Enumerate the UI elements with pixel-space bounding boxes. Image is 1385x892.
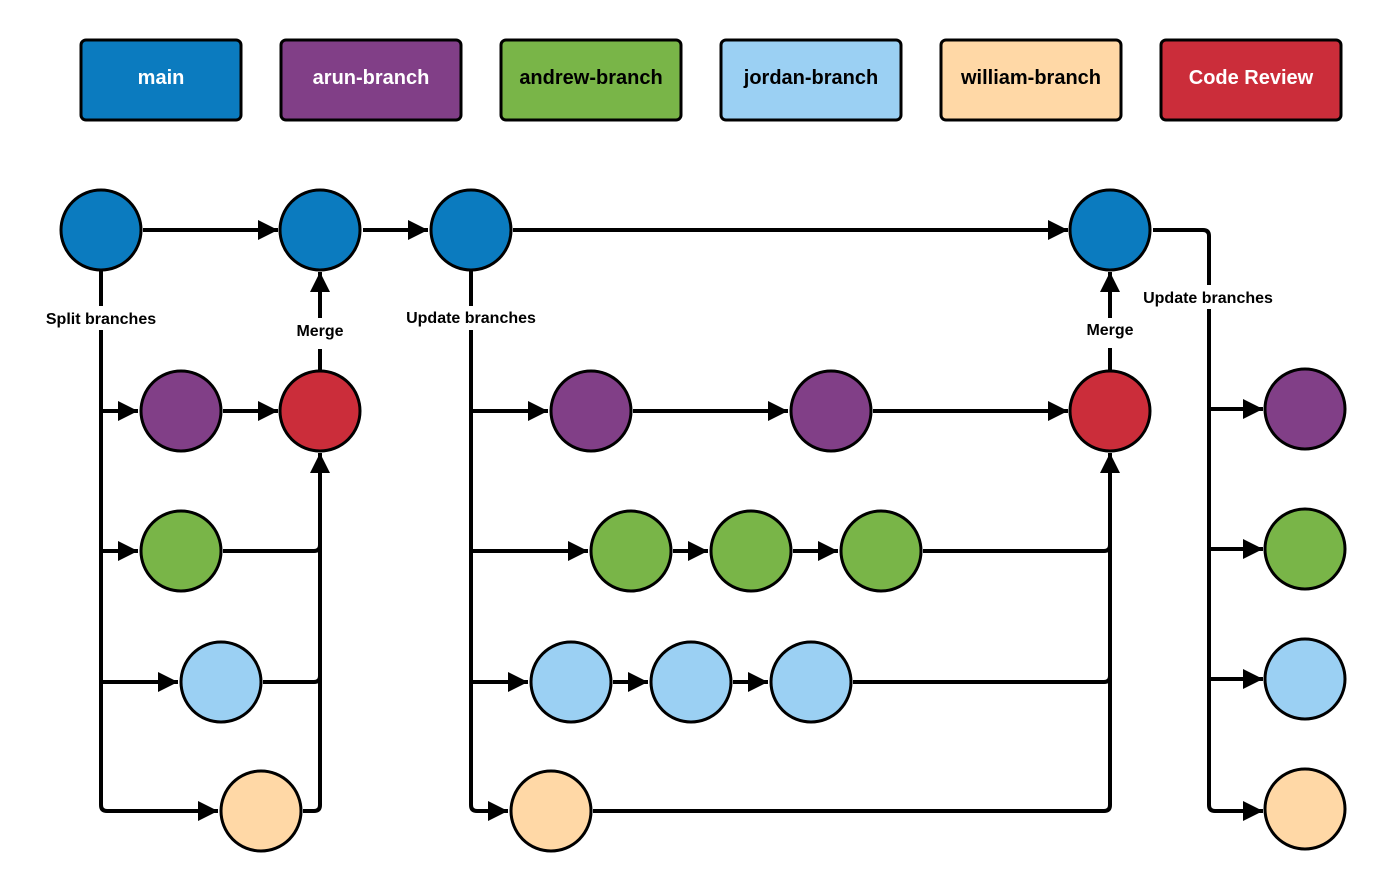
node-andrew-final — [1263, 507, 1347, 591]
legend-item-code-review: Code Review — [1159, 38, 1343, 122]
caption-split-branches: Split branches — [46, 311, 156, 328]
legend-item-main: main — [79, 38, 243, 122]
node-arun-3 — [789, 369, 873, 453]
node-jordan-3 — [649, 640, 733, 724]
final-trunk — [1153, 228, 1263, 821]
node-andrew-2 — [589, 509, 673, 593]
caption-update-branches-2: Update branches — [1143, 290, 1273, 307]
captions: Split branches Merge Update branches Mer… — [36, 285, 1283, 342]
legend-swatch-arun-branch — [279, 38, 463, 122]
node-william-1 — [219, 769, 303, 853]
node-andrew-4 — [839, 509, 923, 593]
legend-label-code-review: Code Review — [1189, 67, 1314, 89]
edge-jordan-join1 — [263, 675, 322, 684]
split-trunk — [99, 270, 218, 821]
node-jordan-1 — [179, 640, 263, 724]
node-arun-final — [1263, 367, 1347, 451]
legend-item-william-branch: william-branch — [939, 38, 1123, 122]
node-arun-1 — [139, 369, 223, 453]
node-andrew-1 — [139, 509, 223, 593]
legend-swatch-andrew-branch — [499, 38, 683, 122]
node-main-1 — [59, 188, 143, 272]
commit-nodes — [59, 188, 1347, 853]
caption-merge-2: Merge — [1086, 322, 1133, 339]
legend-item-jordan-branch: jordan-branch — [719, 38, 903, 122]
node-william-2 — [509, 769, 593, 853]
node-main-4 — [1068, 188, 1152, 272]
node-william-final — [1263, 767, 1347, 851]
node-review-2 — [1068, 369, 1152, 453]
edge-andrew4-join2 — [923, 544, 1112, 553]
connectors — [99, 220, 1263, 821]
legend-swatch-code-review — [1159, 38, 1343, 122]
edge-william-review1 — [303, 453, 330, 813]
legend-label-william-branch: william-branch — [960, 67, 1101, 89]
legend-label-andrew-branch: andrew-branch — [519, 67, 662, 89]
legend-swatch-jordan-branch — [719, 38, 903, 122]
node-main-2 — [278, 188, 362, 272]
node-jordan-2 — [529, 640, 613, 724]
update-trunk-lower — [469, 328, 508, 821]
legend-swatch-william-branch — [939, 38, 1123, 122]
edge-jordan4-join2 — [853, 675, 1112, 684]
edge-william2-review2 — [593, 453, 1120, 813]
node-andrew-3 — [709, 509, 793, 593]
node-arun-2 — [549, 369, 633, 453]
legend-item-arun-branch: arun-branch — [279, 38, 463, 122]
legend: main arun-branch andrew-branch jordan-br… — [79, 38, 1343, 122]
node-review-1 — [278, 369, 362, 453]
legend-item-andrew-branch: andrew-branch — [499, 38, 683, 122]
edge-andrew-join1 — [223, 544, 322, 553]
caption-merge-1: Merge — [296, 323, 343, 340]
legend-label-arun-branch: arun-branch — [313, 67, 430, 89]
node-main-3 — [429, 188, 513, 272]
node-jordan-4 — [769, 640, 853, 724]
legend-label-main: main — [138, 67, 185, 89]
legend-swatch-main — [79, 38, 243, 122]
legend-label-jordan-branch: jordan-branch — [743, 67, 878, 89]
node-jordan-final — [1263, 637, 1347, 721]
caption-update-branches-1: Update branches — [406, 310, 536, 327]
